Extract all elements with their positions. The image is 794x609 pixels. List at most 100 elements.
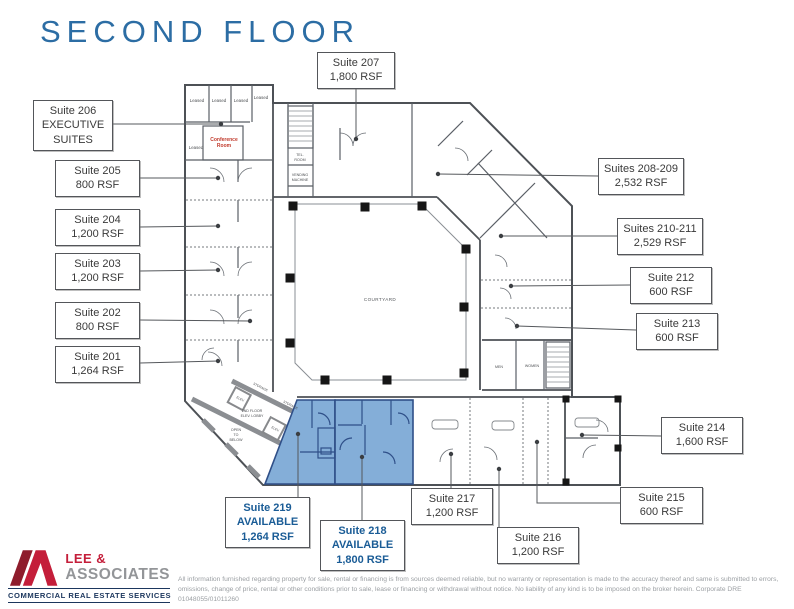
logo-line-lee: LEE & [65, 551, 107, 566]
elev-lobby-label: 2ND FLOOR [242, 409, 263, 413]
logo-tagline: COMMERCIAL REAL ESTATE SERVICES [8, 588, 171, 603]
suite-219-available-label: Suite 219 AVAILABLE 1,264 RSF [225, 497, 310, 548]
suite-218-area [334, 399, 414, 485]
suite-207-label: Suite 207 1,800 RSF [317, 52, 395, 89]
suite-number: Suite 205 [74, 165, 121, 177]
suite-217-label: Suite 217 1,200 RSF [411, 488, 493, 525]
courtyard-label: COURTYARD [364, 297, 397, 302]
availability-status: AVAILABLE [236, 516, 299, 529]
suite-number: Suite 207 [332, 57, 380, 69]
suite-number: Suite 203 [74, 258, 121, 270]
suite-214-label: Suite 214 1,600 RSF [661, 417, 743, 454]
leased-label: Leased [190, 98, 205, 103]
open-below-label: TO [234, 433, 239, 437]
suite-216-label: Suite 216 1,200 RSF [497, 527, 579, 564]
elevator-label: ELEV. [236, 395, 246, 403]
vending-label: MACHINE [292, 178, 309, 182]
tel-room-label: ROOM [294, 158, 305, 162]
available-suites-highlight [263, 399, 414, 485]
partition-walls [185, 85, 598, 439]
suite-215-label: Suite 215 600 RSF [620, 487, 703, 524]
suite-size: 1,600 RSF [675, 436, 729, 449]
suite-size: SUITES [53, 133, 93, 146]
open-below-label: OPEN [231, 428, 242, 432]
men-restroom-label: MEN [495, 365, 503, 369]
suite-size: 1,200 RSF [71, 228, 124, 241]
leader-dots [215, 121, 585, 472]
suite-number: Suite 202 [74, 307, 121, 319]
suite-size: 2,532 RSF [614, 177, 668, 190]
storage-label: STORAGE [282, 400, 299, 411]
suites-210-211-label: Suites 210-211 2,529 RSF [617, 218, 703, 255]
suite-size: 1,800 RSF [329, 71, 383, 84]
elev-lobby-label: ELEV. LOBBY [241, 414, 264, 418]
plan-labels: Leased Leased Leased Leased Leased Confe… [189, 95, 540, 442]
leased-label: Leased [212, 98, 227, 103]
suite-212-label: Suite 212 600 RSF [630, 267, 712, 304]
elevator-label: ELEV. [271, 425, 281, 433]
suite-205-label: Suite 205 800 RSF [55, 160, 140, 197]
suite-size: 1,264 RSF [71, 365, 124, 378]
suite-204-label: Suite 204 1,200 RSF [55, 209, 140, 246]
availability-status: AVAILABLE [331, 539, 394, 552]
suite-size: 800 RSF [75, 179, 120, 192]
suite-number: Suite 204 [74, 214, 121, 226]
suite-number: Suite 213 [653, 318, 701, 330]
stair-treads [289, 110, 569, 383]
columns [285, 201, 622, 486]
suite-number: Suite 201 [74, 351, 121, 363]
courtyard-outline [294, 203, 467, 381]
furniture-symbols [431, 417, 600, 431]
suite-size: 800 RSF [75, 321, 120, 334]
inner-walls [272, 85, 572, 485]
leased-label: Leased [234, 98, 249, 103]
available-suites-interior [300, 400, 410, 465]
suite-number: Suite 219 [243, 502, 292, 514]
suite-number: Suite 214 [678, 422, 726, 434]
suite-size: 600 RSF [639, 506, 684, 519]
suite-203-label: Suite 203 1,200 RSF [55, 253, 140, 290]
elevator-lobby [190, 378, 302, 479]
suite-213-label: Suite 213 600 RSF [636, 313, 718, 350]
suite-size: 1,200 RSF [425, 507, 479, 520]
suite-number: Suite 215 [638, 492, 685, 504]
suite-size: 2,529 RSF [633, 237, 687, 250]
door-arcs [201, 132, 609, 463]
suite-number: Suite 218 [338, 525, 387, 537]
women-restroom-label: WOMEN [525, 364, 540, 368]
suite-size: 600 RSF [649, 286, 693, 299]
suite-dividers [186, 199, 571, 484]
suite-number: Suite 212 [647, 272, 695, 284]
suite-201-label: Suite 201 1,264 RSF [55, 346, 140, 383]
logo-line-associates: ASSOCIATES [65, 566, 170, 583]
lee-associates-logo: LEE & ASSOCIATES COMMERCIAL REAL ESTATE … [8, 546, 171, 603]
leased-label: Leased [189, 145, 204, 150]
lee-associates-logo-icon [9, 550, 58, 586]
open-below-label: BELOW [230, 438, 244, 442]
suite-218-available-label: Suite 218 AVAILABLE 1,800 RSF [320, 520, 405, 571]
leased-label: Leased [254, 95, 269, 100]
suite-size: 1,264 RSF [241, 530, 294, 543]
suite-202-label: Suite 202 800 RSF [55, 302, 140, 339]
leader-lines [113, 85, 662, 527]
vending-label: VENDING [292, 173, 309, 177]
suite-number: Suites 208-209 [604, 163, 678, 175]
suite-number: Suite 217 [428, 493, 476, 505]
suites-208-209-label: Suites 208-209 2,532 RSF [598, 158, 684, 195]
suite-number: Suite 216 [514, 532, 562, 544]
suite-size: 1,800 RSF [336, 553, 389, 566]
page-title: SECOND FLOOR [40, 14, 361, 49]
suite-size: EXECUTIVE [41, 119, 105, 132]
suite-size: 600 RSF [655, 332, 699, 345]
disclaimer-text: All information furnished regarding prop… [178, 576, 779, 604]
suite-206-label: Suite 206 EXECUTIVE SUITES [33, 100, 113, 151]
suite-number: Suites 210-211 [623, 223, 697, 235]
suite-size: 1,200 RSF [511, 546, 565, 559]
suite-number: Suite 206 [49, 105, 97, 117]
storage-label: STORAGE [252, 382, 269, 393]
conference-room-label: Conference [210, 137, 238, 143]
suite-size: 1,200 RSF [71, 272, 124, 285]
tel-room-label: TEL. [296, 153, 304, 157]
